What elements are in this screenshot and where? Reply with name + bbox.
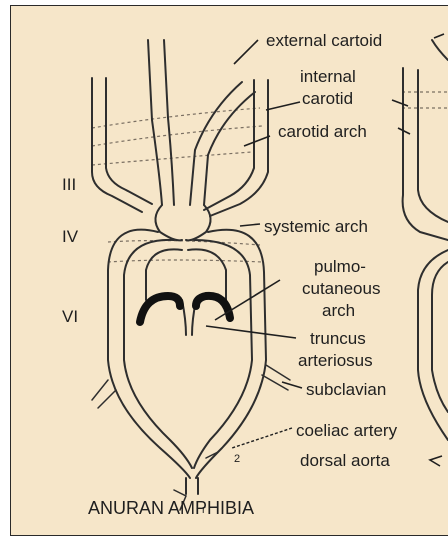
label-pulmocutaneous-3: arch <box>322 301 355 320</box>
arch-label-third: III <box>62 175 76 194</box>
label-internal-carotid-1: internal <box>300 67 356 86</box>
label-truncus-2: arteriosus <box>298 351 373 370</box>
label-internal-carotid-2: carotid <box>302 89 353 108</box>
label-coeliac-artery: coeliac artery <box>296 421 398 440</box>
label-systemic-arch: systemic arch <box>264 217 368 236</box>
svg-text:2: 2 <box>234 453 240 465</box>
label-external-carotid: external cartoid <box>266 31 382 50</box>
arch-label-fourth: IV <box>62 227 79 246</box>
label-dorsal-aorta: dorsal aorta <box>300 451 390 470</box>
label-pulmocutaneous-1: pulmo- <box>314 257 366 276</box>
label-subclavian: subclavian <box>306 380 386 399</box>
guide-lines <box>92 92 448 262</box>
pulmocutaneous-loops <box>146 249 226 335</box>
diagram-title: ANURAN AMPHIBIA <box>88 498 254 518</box>
truncus-body <box>155 205 210 240</box>
label-truncus-1: truncus <box>310 329 366 348</box>
label-carotid-arch: carotid arch <box>278 122 367 141</box>
left-carotid-vessels <box>92 78 152 212</box>
central-carotid-vessels <box>148 40 268 216</box>
arch-label-sixth: VI <box>62 307 78 326</box>
label-pulmocutaneous-2: cutaneous <box>302 279 380 298</box>
systemic-arch-loops <box>108 230 266 494</box>
right-partial-diagram <box>403 40 448 440</box>
